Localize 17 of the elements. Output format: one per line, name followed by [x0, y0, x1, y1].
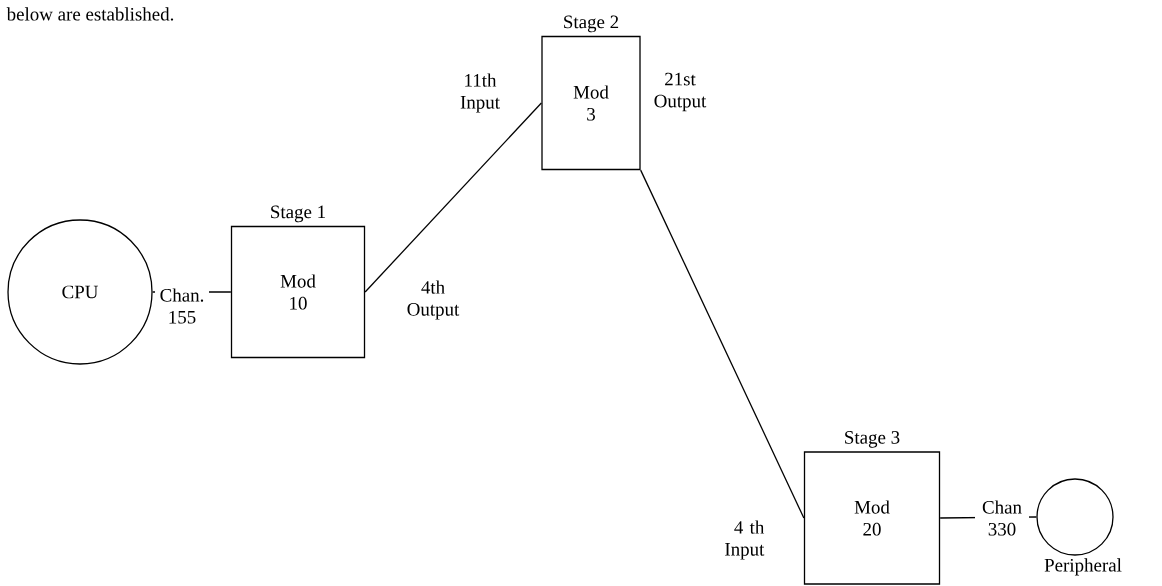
module-box: Mod 10 Stage 1 — [230, 205, 366, 359]
port-label: 11th Input — [460, 73, 500, 113]
node-label: Peripheral — [1044, 558, 1122, 576]
edge-label: Chan 330 — [975, 499, 1029, 537]
node-label: Stage 1 — [271, 205, 325, 223]
circle-node: Peripheral — [1036, 478, 1122, 576]
node-label: Stage 2 — [564, 15, 619, 33]
circle-node: CPU — [7, 219, 153, 365]
module-box: Mod 3 Stage 2 — [541, 15, 641, 171]
connector-line — [640, 169, 805, 519]
node-label: Stage 3 — [845, 431, 900, 448]
edge-label: Chan. 155 — [155, 287, 209, 325]
module-box: Mod 20 Stage 3 — [803, 431, 941, 585]
port-label: 4 th Input — [725, 520, 765, 560]
connector-line — [364, 102, 542, 293]
body-text: below are established. — [6, 7, 174, 21]
port-label: 4th Output — [407, 280, 460, 320]
